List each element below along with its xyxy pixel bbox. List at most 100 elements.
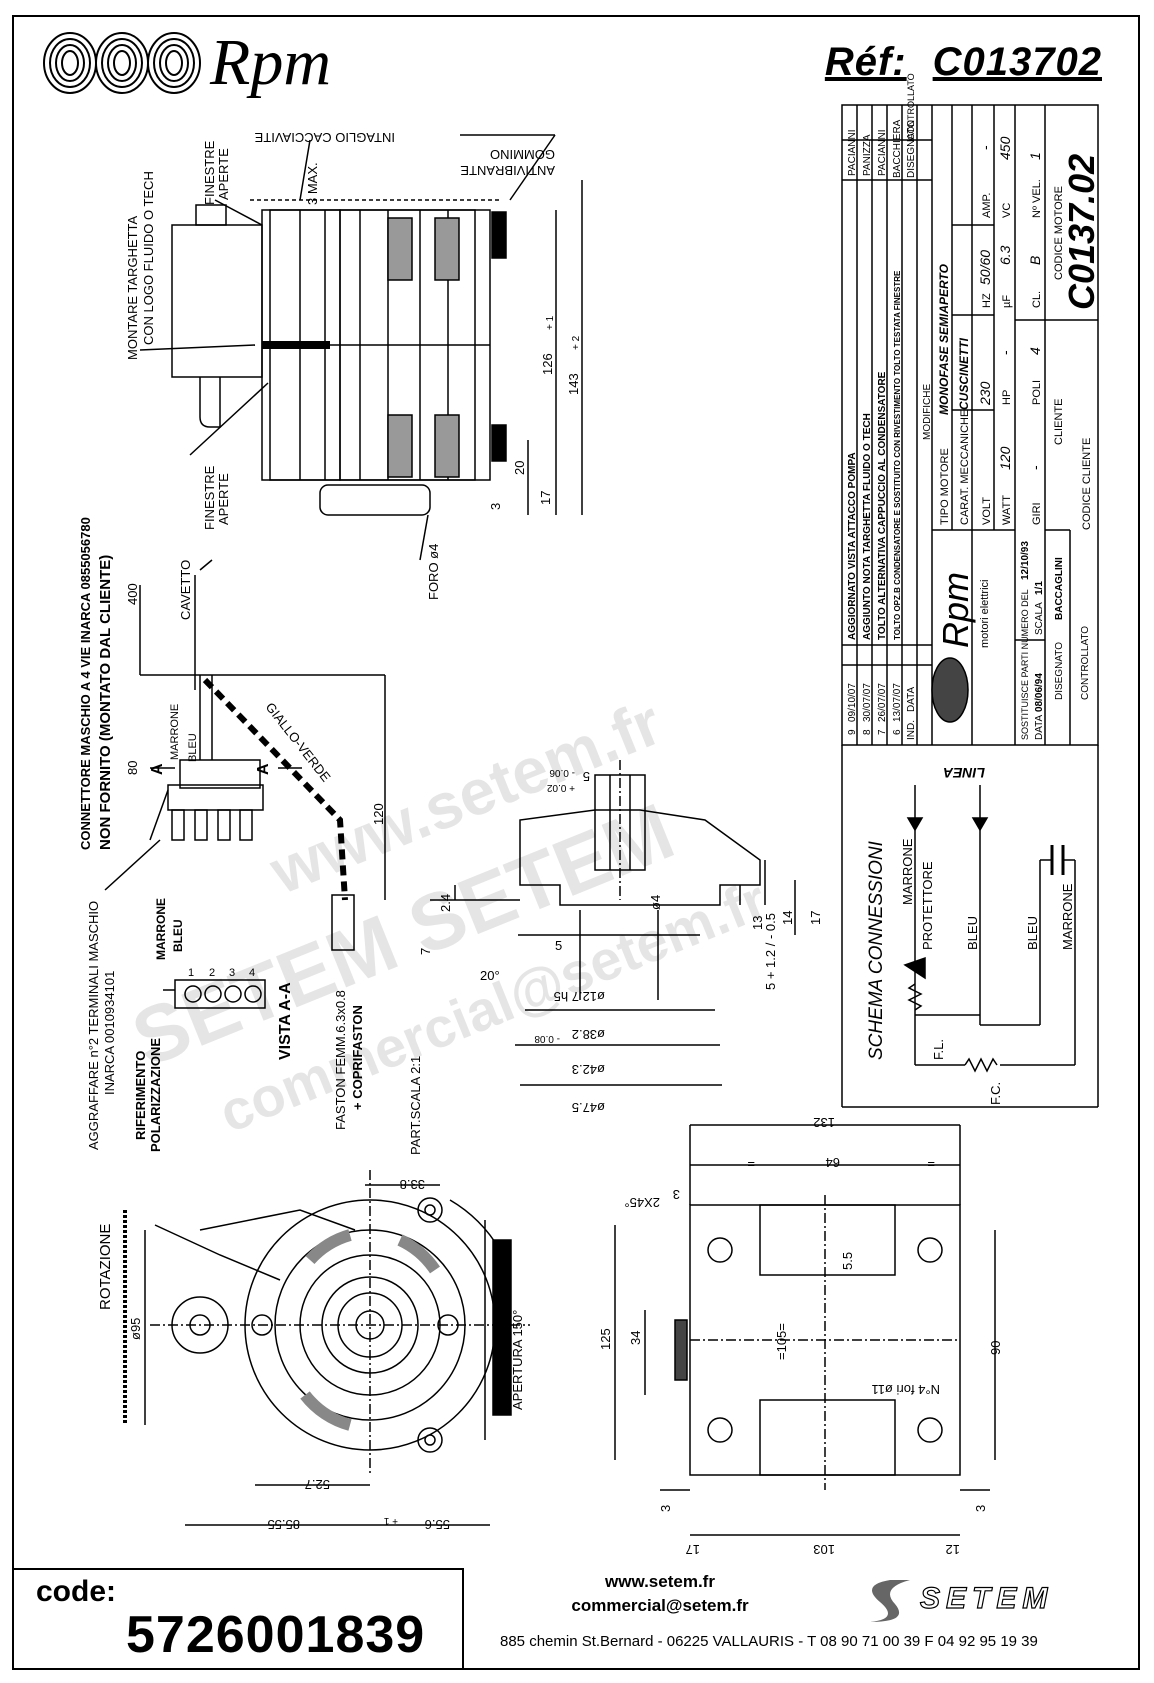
linea-label: LINEA xyxy=(943,765,985,781)
hdr-ind: IND. xyxy=(906,720,917,740)
watt-label: WATT xyxy=(1001,495,1013,525)
setem-logo-text: SETEM xyxy=(920,1582,1053,1615)
note-montare-1: MONTARE TARGHETTA xyxy=(125,215,140,360)
intaglio-label: INTAGLIO CACCIAVITE xyxy=(254,130,395,145)
dim-3-left: 3 xyxy=(658,1505,673,1512)
top-view xyxy=(139,134,583,561)
code-label: code: xyxy=(36,1575,117,1608)
vc-value: 450 xyxy=(997,136,1013,160)
tipo-motore: MONOFASE SEMIAPERTO xyxy=(937,263,951,415)
connector-marrone: MARRONE xyxy=(169,704,181,760)
dim-38-2: ø38.2 xyxy=(572,1027,605,1042)
chamfer-label: 2X45° xyxy=(624,1195,660,1210)
giri-value: - xyxy=(1027,465,1043,470)
chamfer-3: 3 xyxy=(673,1187,680,1202)
dim-143: 143 xyxy=(566,373,581,395)
dim-85-55: 85.55 xyxy=(267,1517,300,1532)
hdr-data: DATA xyxy=(906,686,917,712)
dim-90: 90 xyxy=(988,1341,1003,1355)
faston-label: FASTON FEMM.6.3x0.8 xyxy=(333,990,348,1130)
finestre-bottom-2: APERTE xyxy=(216,473,231,525)
poli-value: 4 xyxy=(1027,347,1043,355)
giallo-verde-label: GIALLO-VERDE xyxy=(263,700,334,785)
dim-95: ø95 xyxy=(128,1318,143,1340)
mod-9-n: 9 xyxy=(847,729,858,735)
dim-38-tol: - 0.08 xyxy=(534,1033,560,1044)
giri-label: GIRI xyxy=(1031,502,1043,525)
dim-126-tol-plus: + 1 xyxy=(545,315,556,330)
front-view-labels: 33.8 ROTAZIONE ø95 APERTURA 150° 52.7 85… xyxy=(97,1177,525,1532)
part-detail-labels: PART.SCALA 2:1 5 - 0.06 + 0.02 2.4 7 13 … xyxy=(408,767,823,1155)
hdr-controllato: CONTROLLATO xyxy=(906,73,916,140)
section-a-right: A xyxy=(255,763,272,775)
dim-17: 17 xyxy=(538,491,553,505)
dim-55-6: 55.6 xyxy=(425,1517,450,1532)
cliente-label: CLIENTE xyxy=(1053,399,1065,445)
apertura-label: APERTURA 150° xyxy=(510,1310,525,1410)
dim-52-7: 52.7 xyxy=(305,1477,330,1492)
angle-20: 20° xyxy=(480,968,500,983)
riferimento-label-1: RIFERIMENTO xyxy=(133,1051,148,1140)
schema-title: SCHEMA CONNESSIONI xyxy=(866,840,887,1060)
codice-motore-label: CODICE MOTORE xyxy=(1053,186,1065,280)
dim-12: 12 xyxy=(946,1542,960,1557)
inarca-label: INARCA 0010934101 xyxy=(102,971,117,1095)
hz-label: HZ xyxy=(981,293,993,308)
mod-6-by: BACCHIERA xyxy=(892,119,903,178)
dim-125: 125 xyxy=(598,1328,613,1350)
mod-6-n: 6 xyxy=(892,729,903,735)
coprifaston-label: + COPRIFASTON xyxy=(350,1005,365,1110)
carat-label: CARAT. MECCANICHE xyxy=(959,410,971,525)
pin-1: 1 xyxy=(188,967,194,979)
mod-6-text: TOLTO OPZ.B CONDENSATORE E SOSTITUITO CO… xyxy=(893,270,902,640)
code-value: 5726001839 xyxy=(126,1606,426,1664)
brand-name: Rpm xyxy=(210,26,331,99)
dim-20: 20 xyxy=(512,461,527,475)
disegnato-value: BACCAGLINI xyxy=(1054,557,1065,620)
dim-143-tol-plus: + 2 xyxy=(571,335,582,350)
dim-5-tol-2: + 0.02 xyxy=(546,782,575,793)
part-scale-label: PART.SCALA 2:1 xyxy=(408,1056,423,1155)
setem-swoosh-icon xyxy=(870,1580,910,1622)
amp-label: AMP. xyxy=(981,193,993,218)
aggraffare-label: AGGRAFFARE n°2 TERMINALI MASCHIO xyxy=(86,901,101,1150)
mod-7-by: PACIANNI xyxy=(877,130,888,177)
dim-132: 132 xyxy=(813,1115,835,1130)
dim-42-3: ø42.3 xyxy=(572,1062,605,1077)
mod-6-date: 13/07/07 xyxy=(892,683,903,722)
hdr-modifiche: MODIFICHE xyxy=(922,384,933,440)
dim-5-5: 5.5 xyxy=(840,1252,855,1270)
gommino-label-1: GOMMINO xyxy=(490,147,555,162)
vista-marrone: MARRONE xyxy=(154,898,168,960)
dim-5-tol-1: - 0.06 xyxy=(549,767,575,778)
reference: Réf:C013702 xyxy=(825,40,1102,85)
website-link[interactable]: www.setem.fr xyxy=(605,1572,715,1591)
codice-motore: C0137.02 xyxy=(1061,154,1102,310)
gommino-label-2: ANTIVIBRANTE xyxy=(460,163,555,178)
dim-13: 13 xyxy=(750,916,765,930)
plate-view xyxy=(614,1124,996,1536)
mod-8-text: AGGIUNTO NOTA TARGHETTA FLUIDO O TECH xyxy=(862,413,873,640)
finestre-top-1: FINESTRE xyxy=(202,140,217,205)
dim-80: 80 xyxy=(125,761,140,775)
note-montare-2: CON LOGO FLUIDO O TECH xyxy=(141,171,156,345)
dim-5-bottom: 5 xyxy=(555,938,562,953)
reference-label: Réf: xyxy=(824,40,907,84)
eq-top-right: = xyxy=(927,1157,935,1172)
cl-value: B xyxy=(1027,256,1043,265)
top-view-labels: MONTARE TARGHETTA CON LOGO FLUIDO O TECH… xyxy=(125,130,582,600)
dim-120: 120 xyxy=(371,803,386,825)
schema-marrone: MARRONE xyxy=(900,838,915,905)
dim-4: ø4 xyxy=(648,895,663,910)
mod-7-date: 26/07/07 xyxy=(877,683,888,722)
vista-aa-label: VISTA A-A xyxy=(277,982,294,1060)
email-link[interactable]: commercial@setem.fr xyxy=(571,1596,749,1615)
schema-marrone-2: MARRONE xyxy=(1060,883,1075,950)
hdr-disegnato: DISEGNATO xyxy=(906,120,917,178)
dim-3-right: 3 xyxy=(973,1505,988,1512)
sostituisce-label: SOSTITUISCE PARTI NUMERO DEL xyxy=(1020,589,1030,740)
dim-3max: 3 MAX. xyxy=(305,162,320,205)
dim-14: 14 xyxy=(780,911,795,925)
part-detail xyxy=(430,760,796,1086)
dim-126: 126 xyxy=(540,353,555,375)
